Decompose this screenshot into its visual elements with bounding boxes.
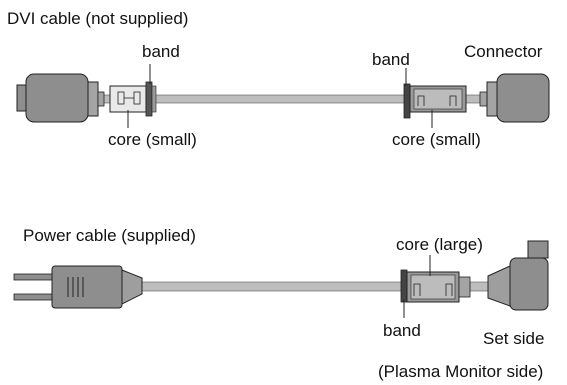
dvi-band-right xyxy=(403,83,411,119)
set-side-label: Set side xyxy=(483,329,545,348)
power-cable xyxy=(139,281,406,292)
power-band-label: band xyxy=(383,321,421,340)
dvi-plug-right-icon xyxy=(479,73,550,123)
dvi-core-right xyxy=(409,85,467,113)
dvi-band-left xyxy=(145,81,153,117)
angled-power-connector-icon xyxy=(487,240,549,311)
power-cable-title: Power cable (supplied) xyxy=(23,226,196,245)
monitor-side-label: (Plasma Monitor side) xyxy=(378,362,544,381)
dvi-core-left xyxy=(109,85,147,113)
dvi-plug-left-icon xyxy=(16,73,105,123)
power-core-large xyxy=(406,271,471,303)
dvi-cable xyxy=(154,94,406,104)
dvi-band-left-tail xyxy=(151,85,157,113)
power-band xyxy=(400,269,408,303)
ac-power-plug-icon xyxy=(13,265,143,309)
dvi-connector-label: Connector xyxy=(464,42,543,61)
dvi-band-left-label: band xyxy=(142,42,180,61)
power-core-label: core (large) xyxy=(396,235,483,254)
dvi-core-left-label: core (small) xyxy=(108,130,197,149)
dvi-core-right-label: core (small) xyxy=(392,130,481,149)
dvi-band-right-label: band xyxy=(372,50,410,69)
dvi-cable-title: DVI cable (not supplied) xyxy=(7,9,189,28)
